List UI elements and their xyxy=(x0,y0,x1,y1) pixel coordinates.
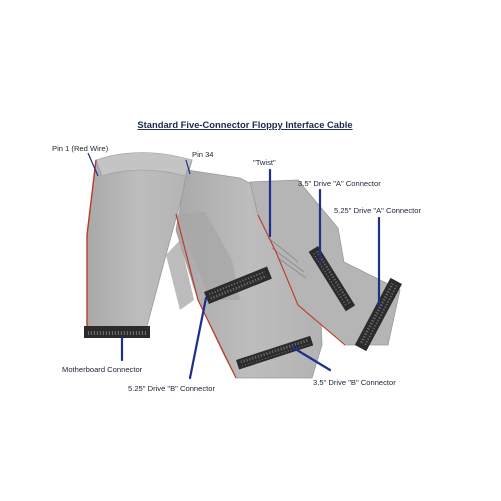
drive-35-b-connector xyxy=(236,335,314,370)
leader-pin34 xyxy=(185,159,191,175)
label-drive525b: 5.25" Drive "B" Connector xyxy=(128,384,215,393)
cable-fold-shade xyxy=(176,212,240,300)
label-drive35a: 3.5" Drive "A" Connector xyxy=(298,179,381,188)
label-drive35b: 3.5" Drive "B" Connector xyxy=(313,378,396,387)
labels: Standard Five-Connector Floppy Interface… xyxy=(52,119,421,393)
leader-lines xyxy=(87,152,381,380)
label-pin34: Pin 34 xyxy=(192,150,214,159)
diagram-title: Standard Five-Connector Floppy Interface… xyxy=(137,119,352,130)
drive-525-b-connector xyxy=(204,266,272,305)
leader-pin1 xyxy=(87,152,99,177)
label-motherboard: Motherboard Connector xyxy=(62,365,143,374)
label-pin1: Pin 1 (Red Wire) xyxy=(52,144,109,153)
cable-fold-shade-2 xyxy=(166,240,194,310)
label-twist: "Twist" xyxy=(253,158,276,167)
motherboard-connector xyxy=(84,326,150,338)
leader-drive525b xyxy=(188,296,208,380)
red-wire-stripe-3 xyxy=(257,214,346,346)
red-wire-stripe-2 xyxy=(175,213,237,379)
red-wire-stripe xyxy=(86,159,97,330)
leader-drive35b xyxy=(290,345,332,372)
label-drive525a: 5.25" Drive "A" Connector xyxy=(334,206,421,215)
drive-525-a-connector xyxy=(354,277,402,352)
